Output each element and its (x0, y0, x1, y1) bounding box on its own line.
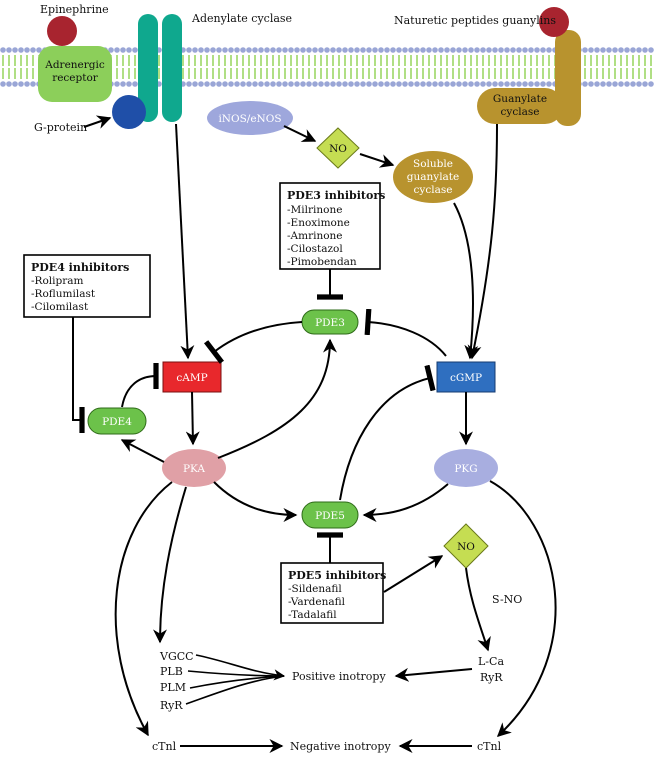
edge-vgcc-to-positive (195, 654, 286, 681)
pde3-inhibitor-item: -Pimobendan (287, 256, 357, 268)
ctnl-left-label: cTnl (152, 740, 177, 753)
soluble-gc-label-3: cyclase (414, 184, 453, 196)
edge-ryr-to-positive (185, 675, 285, 705)
pkg-label: PKG (454, 463, 477, 475)
pde3-inhibitor-item: -Milrinone (287, 204, 342, 216)
pkg-node (434, 449, 498, 487)
negative-inotropy-label: Negative inotropy (290, 740, 391, 753)
positive-inotropy-label: Positive inotropy (292, 670, 386, 683)
target-ryr-label: RyR (160, 699, 183, 712)
edge-gc-to-cgmp (467, 123, 498, 360)
edge-pde5-inhibits-cgmp (339, 364, 436, 501)
pde3-inhibitor-item: -Enoximone (287, 217, 350, 229)
adrenergic-receptor-label-1: Adrenergic (44, 59, 105, 71)
edge-pkg-to-ctnl (489, 480, 557, 737)
soluble-gc-label-1: Soluble (413, 158, 453, 170)
epinephrine-ligand (47, 16, 77, 46)
guanylate-cyclase-label-2: cyclase (501, 106, 540, 118)
target-lca-label: L-Ca (478, 655, 504, 668)
cgmp-label: cGMP (450, 372, 482, 384)
pde4-inhibitor-item: -Rolipram (31, 275, 83, 287)
camp-label: cAMP (176, 372, 207, 384)
target-ryr-right-label: RyR (480, 671, 503, 684)
edge-camp-to-pka (185, 391, 200, 446)
pka-label: PKA (183, 463, 205, 475)
g-protein-label: G-protein (34, 121, 87, 134)
pde4-inhibitors-box: PDE4 inhibitors -Rolipram -Roflumilast -… (23, 254, 151, 318)
edge-no-to-lca (465, 567, 491, 652)
no-top-diamond (316, 127, 360, 169)
g-protein-node (112, 95, 146, 129)
pde4-node (87, 407, 147, 435)
pde3-inhibitors-box: PDE3 inhibitors -Milrinone -Enoximone -A… (279, 182, 385, 270)
adrenergic-receptor (38, 46, 112, 102)
edge-pde5box-to-no (383, 555, 444, 593)
edge-pde4-inhibits-camp (121, 362, 159, 408)
camp-node (162, 361, 222, 393)
adrenergic-receptor-label-2: receptor (52, 72, 99, 84)
inos-enos-node (207, 101, 293, 135)
pde4-inhibitor-item: -Roflumilast (31, 288, 96, 300)
edge-pka-to-ctnl (114, 481, 173, 737)
target-vgcc-label: VGCC (159, 650, 194, 663)
cgmp-node (436, 361, 496, 393)
edge-ac-to-camp (175, 123, 195, 360)
edge-sgc-to-cgmp (453, 202, 479, 360)
pde3-inhibitor-item: -Amrinone (287, 230, 343, 242)
natriuretic-label: Naturetic peptides guanylins (394, 14, 556, 27)
guanylate-cyclase-label-1: Guanylate (493, 93, 547, 105)
soluble-gc-label-2: guanylate (407, 171, 460, 183)
natriuretic-ligand (539, 7, 569, 37)
pde5-inhibitor-item: -Sildenafil (288, 583, 342, 595)
guanylate-cyclase-protein (477, 30, 581, 126)
adenylate-cyclase-protein (138, 14, 182, 122)
no-top-label: NO (329, 143, 347, 155)
target-plm-label: PLM (160, 681, 186, 694)
pka-node (162, 449, 226, 487)
adenylate-cyclase-label: Adenylate cyclase (191, 12, 292, 25)
no-bottom-label: NO (457, 541, 475, 553)
s-no-label: S-NO (492, 593, 522, 606)
pde5-node (301, 501, 359, 529)
pde3-label: PDE3 (315, 317, 345, 329)
pde5-label: PDE5 (315, 510, 345, 522)
edge-pka-to-pde3 (217, 338, 337, 459)
pde4-inhibitors-title: PDE4 inhibitors (31, 261, 129, 274)
edge-pka-to-pde5 (213, 481, 298, 522)
edge-cgmp-inhibits-pde3 (364, 308, 447, 357)
edge-pka-to-pde4 (120, 439, 165, 463)
edge-lca-to-positive (394, 667, 473, 682)
edge-pkg-to-pde5 (362, 483, 449, 522)
edge-pde3-inhibits-camp (204, 321, 303, 364)
target-plb-label: PLB (160, 665, 183, 678)
edge-pka-to-vgcc (153, 486, 187, 644)
pde4-inhibitor-item: -Cilomilast (31, 301, 89, 313)
inos-enos-label: iNOS/eNOS (218, 113, 281, 125)
pde5-inhibitor-item: -Tadalafil (288, 609, 337, 621)
pde3-inhibitors-title: PDE3 inhibitors (287, 189, 385, 202)
pde5-inhibitor-item: -Vardenafil (288, 596, 346, 608)
epinephrine-label: Epinephrine (40, 3, 109, 16)
soluble-guanylate-cyclase-node (393, 151, 473, 203)
pde5-inhibitors-title: PDE5 inhibitors (288, 569, 386, 582)
pde4-label: PDE4 (102, 416, 132, 428)
ctnl-right-label: cTnl (477, 740, 502, 753)
pde3-inhibitor-item: -Cilostazol (287, 243, 343, 255)
pde5-inhibitors-box: PDE5 inhibitors -Sildenafil -Vardenafil … (280, 562, 386, 624)
